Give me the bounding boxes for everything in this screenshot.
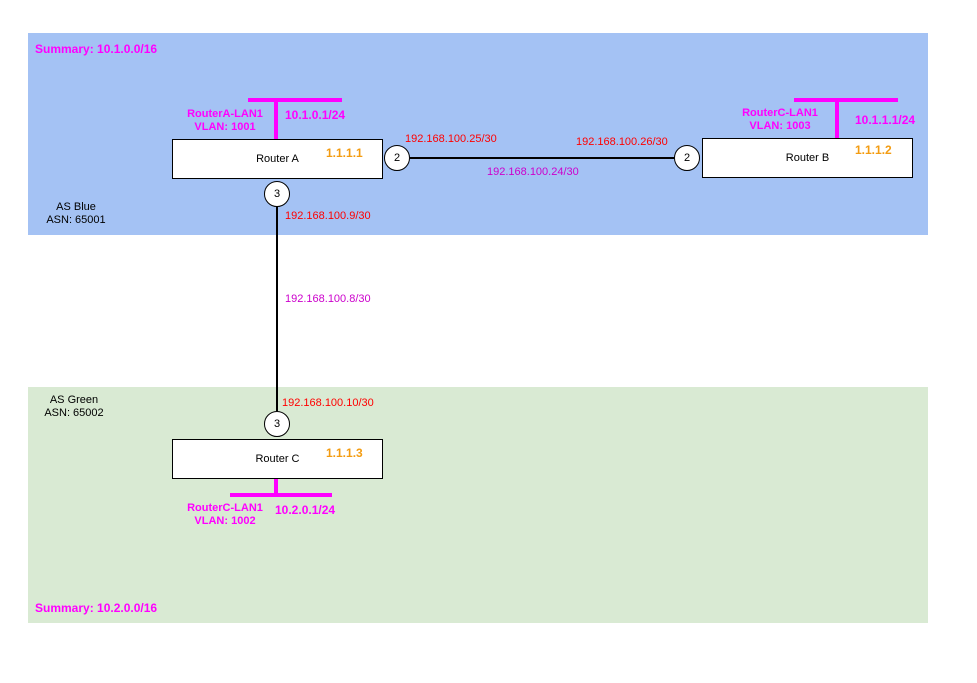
router-a-lan-label: RouterA-LAN1 VLAN: 1001: [180, 108, 270, 134]
router-a-port-3[interactable]: 3: [264, 181, 290, 207]
router-a-id: 1.1.1.1: [326, 146, 363, 160]
as-blue-summary: Summary: 10.1.0.0/16: [35, 42, 158, 56]
router-a[interactable]: Router A: [172, 139, 383, 179]
router-a-lan-name: RouterA-LAN1: [187, 108, 263, 120]
router-c-name: Router C: [255, 453, 300, 465]
router-b-lan-network: 10.1.1.1/24: [855, 113, 916, 127]
router-c-lan-segment: [230, 493, 332, 497]
router-b-name: Router B: [785, 152, 830, 164]
router-c-id: 1.1.1.3: [326, 446, 363, 460]
router-c-port-3[interactable]: 3: [264, 411, 290, 437]
router-b-lan-name: RouterC-LAN1: [742, 107, 818, 119]
router-a-port-2[interactable]: 2: [384, 145, 410, 171]
router-c[interactable]: Router C: [172, 439, 383, 479]
router-c-lan-name: RouterC-LAN1: [187, 502, 263, 514]
router-c-lan-network: 10.2.0.1/24: [275, 503, 336, 517]
router-c-lan-label: RouterC-LAN1 VLAN: 1002: [180, 502, 270, 528]
router-b-lan-vlan: VLAN: 1003: [749, 120, 811, 132]
link-a-b[interactable]: [410, 157, 674, 159]
as-green-asn: ASN: 65002: [44, 407, 104, 419]
link-a-c[interactable]: [276, 205, 278, 411]
as-blue-asn: ASN: 65001: [46, 214, 106, 226]
link-a-c-subnet: 192.168.100.8/30: [285, 293, 371, 305]
port-label: 2: [393, 152, 401, 164]
router-c-lan-drop: [274, 479, 278, 495]
port-label: 3: [273, 418, 281, 430]
router-a-lan-drop: [274, 98, 278, 139]
router-a-name: Router A: [256, 153, 299, 165]
router-a-port-2-ip: 192.168.100.25/30: [405, 133, 497, 145]
as-blue-zone: [28, 33, 928, 235]
port-label: 2: [683, 152, 691, 164]
router-a-port-3-ip: 192.168.100.9/30: [285, 210, 371, 222]
link-a-b-subnet: 192.168.100.24/30: [487, 166, 579, 178]
router-c-lan-vlan: VLAN: 1002: [194, 515, 256, 527]
as-blue-name: AS Blue: [56, 201, 96, 213]
router-b-id: 1.1.1.2: [855, 143, 892, 157]
router-b-port-2-ip: 192.168.100.26/30: [576, 136, 668, 148]
port-label: 3: [273, 188, 281, 200]
router-a-lan-vlan: VLAN: 1001: [194, 121, 256, 133]
as-blue-label: AS Blue ASN: 65001: [38, 201, 114, 227]
router-a-lan-network: 10.1.0.1/24: [285, 108, 346, 122]
router-b-lan-drop: [835, 98, 839, 139]
as-green-name: AS Green: [49, 394, 99, 406]
router-a-lan-segment: [248, 98, 342, 102]
as-green-summary: Summary: 10.2.0.0/16: [35, 601, 158, 615]
router-b[interactable]: Router B: [702, 138, 913, 178]
router-c-port-3-ip: 192.168.100.10/30: [282, 397, 374, 409]
as-green-zone: [28, 387, 928, 623]
router-b-port-2[interactable]: 2: [674, 145, 700, 171]
as-green-label: AS Green ASN: 65002: [36, 394, 112, 420]
router-b-lan-label: RouterC-LAN1 VLAN: 1003: [734, 107, 826, 133]
router-b-lan-segment: [794, 98, 898, 102]
